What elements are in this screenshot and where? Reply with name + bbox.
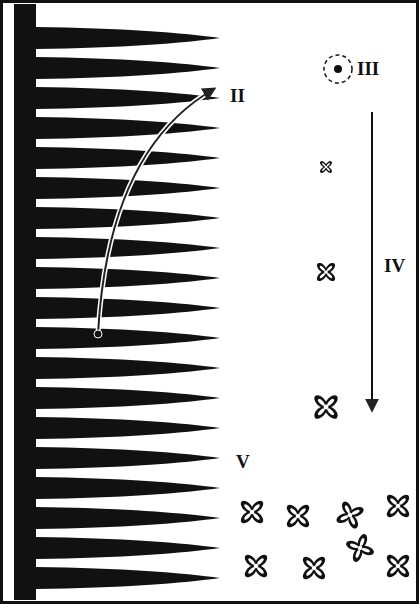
roman-numeral-label: II [230, 86, 245, 105]
start-dot [94, 330, 102, 338]
roman-numeral-label: III [357, 59, 379, 78]
substrate-bar [14, 4, 36, 600]
roman-numeral-label: V [236, 452, 250, 471]
needle-spikes [36, 27, 220, 589]
center-dot [334, 65, 342, 73]
cross-particles [239, 160, 412, 581]
dashed-circle [324, 55, 352, 83]
growth-arrow [371, 112, 373, 410]
roman-numeral-label: IV [384, 256, 405, 275]
trajectory-arrow [98, 89, 214, 334]
trajectory-halo [98, 89, 214, 334]
